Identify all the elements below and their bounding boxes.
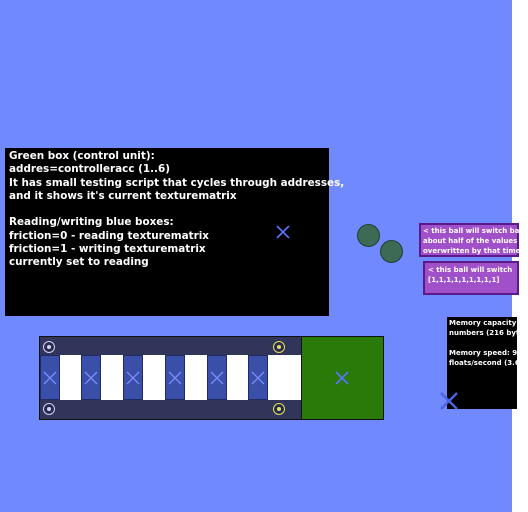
info-line: Reading/writing blue boxes: <box>9 216 174 229</box>
note-line: [1,1,1,1,1,1,1,1,1] <box>428 276 500 284</box>
x-mark-icon <box>251 371 265 385</box>
memory-line: numbers (216 bytes <box>449 329 528 337</box>
note-line: about half of the values <box>423 237 518 245</box>
memory-line: Memory capacity: 5 <box>449 319 527 327</box>
info-line: friction=0 - reading texturematrix <box>9 229 209 242</box>
x-mark-icon <box>84 371 98 385</box>
x-mark-icon <box>168 371 182 385</box>
x-mark-icon[interactable] <box>276 225 290 239</box>
info-line: friction=1 - writing texturematrix <box>9 243 206 256</box>
info-line: addres=controlleracc (1..6) <box>9 163 170 176</box>
x-mark-icon <box>43 371 57 385</box>
memory-cell-blue-box[interactable] <box>248 355 268 400</box>
memory-cell-blue-box[interactable] <box>165 355 185 400</box>
info-text: Green box (control unit): addres=control… <box>9 150 344 270</box>
memory-panel: Memory capacity: 5 numbers (216 bytes Me… <box>447 317 528 409</box>
note-panel-1: < this ball will switch ba about half of… <box>419 223 521 257</box>
info-line: It has small testing script that cycles … <box>9 176 345 189</box>
bolt-icon <box>273 341 285 353</box>
memory-line: floats/second (3.6 k <box>449 359 527 367</box>
info-panel: Green box (control unit): addres=control… <box>5 148 344 316</box>
x-mark-icon[interactable] <box>439 391 459 411</box>
x-mark-icon[interactable] <box>335 371 349 385</box>
bolt-center <box>47 345 51 349</box>
bolt-icon <box>43 403 55 415</box>
note-panel-2: < this ball will switch [1,1,1,1,1,1,1,1… <box>423 261 519 295</box>
memory-cell-blue-box[interactable] <box>207 355 227 400</box>
note-line: overwritten by that time <box>423 247 521 255</box>
memory-line: Memory speed: 900 <box>449 349 527 357</box>
ball[interactable] <box>357 224 380 247</box>
bolt-center <box>47 407 51 411</box>
memory-cell-blue-box[interactable] <box>81 355 101 400</box>
x-mark-icon <box>126 371 140 385</box>
ball[interactable] <box>380 240 403 263</box>
info-line: currently set to reading <box>9 256 149 269</box>
bolt-center <box>277 345 281 349</box>
memory-cell-blue-box[interactable] <box>40 355 60 400</box>
info-line: Green box (control unit): <box>9 150 155 162</box>
memory-cell-blue-box[interactable] <box>123 355 143 400</box>
bolt-icon <box>273 403 285 415</box>
bolt-center <box>277 407 281 411</box>
bolt-icon <box>43 341 55 353</box>
info-line: and it shows it's current texturematrix <box>9 189 237 202</box>
note-line: < this ball will switch <box>428 266 513 274</box>
note-line: < this ball will switch ba <box>423 227 520 235</box>
x-mark-icon <box>210 371 224 385</box>
